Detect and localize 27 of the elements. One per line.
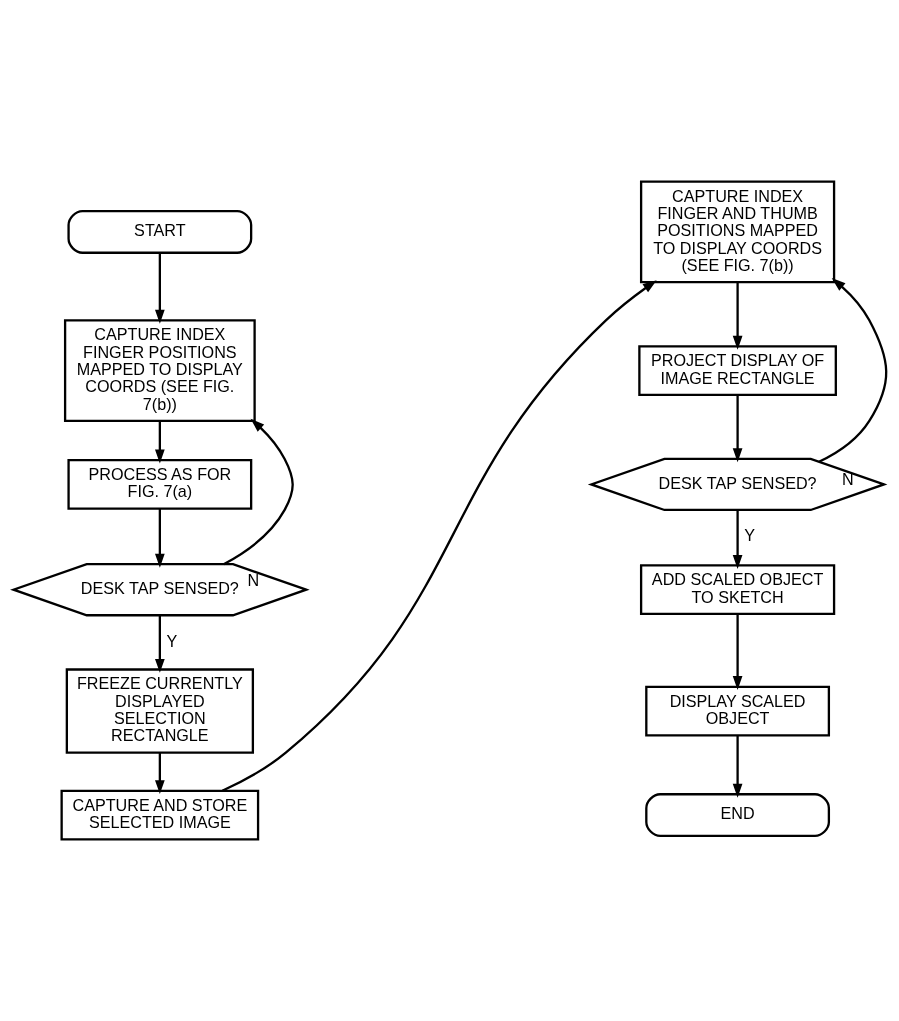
arrow (154, 752, 165, 795)
node-box: START (66, 209, 252, 254)
arrow (732, 282, 742, 350)
node-box: PROJECT DISPLAY OF IMAGE RECTANGLE (637, 345, 837, 396)
arrow (154, 615, 165, 673)
node-box: PROCESS AS FOR FIG. 7(a) (66, 459, 252, 510)
node-box: ADD SCALED OBJECT TO SKETCH (639, 564, 835, 616)
arrow (154, 508, 165, 568)
arrow (221, 280, 657, 792)
arrow (817, 278, 887, 463)
node-box: DISPLAY SCALED OBJECT (644, 685, 830, 737)
arrow (732, 614, 742, 690)
arrow (154, 252, 165, 324)
arrow (732, 510, 742, 569)
edge-label: N (841, 470, 854, 489)
edge-label: N (247, 571, 259, 590)
arrow (732, 735, 742, 798)
node-box: CAPTURE INDEX FINGER AND THUMB POSITIONS MAPPED TO DISPLAY COORDS (SEE FIG. 7(b)) (639, 180, 835, 284)
node-box: END (644, 793, 830, 838)
node-box: CAPTURE INDEX FINGER POSITIONS MAPPED TO DISPLAY COORDS (SEE FIG. 7(b)) (63, 319, 256, 422)
edge-label: Y (743, 526, 755, 545)
edge-label: Y (166, 631, 177, 650)
arrow (154, 421, 165, 464)
arrow (222, 418, 294, 566)
node-box: FREEZE CURRENTLY DISPLAYED SELECTION RECTANGLE (65, 668, 254, 754)
node-box: CAPTURE AND STORE SELECTED IMAGE (60, 789, 259, 841)
arrow (732, 394, 742, 463)
